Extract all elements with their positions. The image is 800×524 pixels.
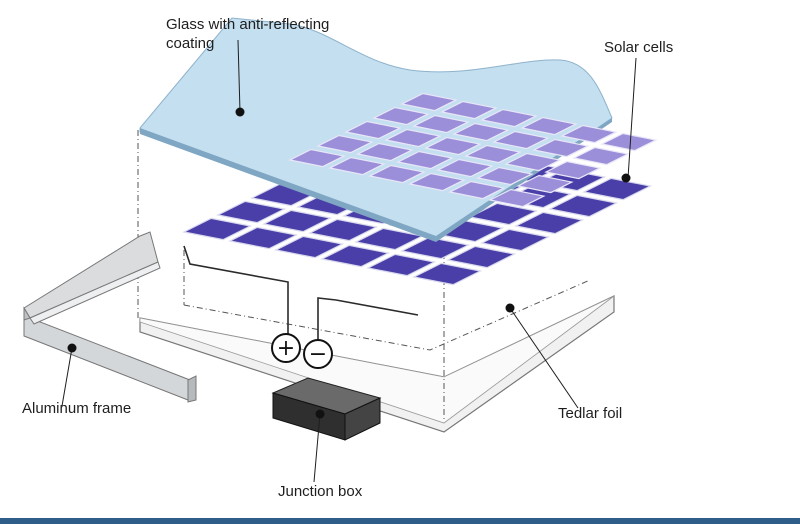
solar-cell [514, 211, 585, 235]
solar-cell-behind-glass [424, 136, 482, 156]
solar-cell [548, 194, 619, 218]
solar-cell [262, 209, 333, 233]
solar-cell-behind-glass [396, 150, 454, 170]
leader-dot-icon [235, 107, 245, 117]
solar-cell-behind-glass [372, 106, 430, 126]
bus-wires [183, 245, 419, 340]
solar-cell-behind-glass [448, 180, 506, 200]
aluminum-frame-part [23, 231, 197, 403]
solar-cells-label: Solar cells [604, 39, 674, 56]
solar-cell-behind-glass [492, 130, 550, 150]
solar-cell-behind-glass [436, 158, 494, 178]
solar-cell-behind-glass [516, 174, 574, 194]
solar-cell [446, 245, 517, 269]
solar-cell-behind-glass [532, 138, 590, 158]
solar-cell [308, 218, 379, 242]
solar-cell-behind-glass [504, 152, 562, 172]
solar-cell [582, 177, 653, 201]
svg-text:+: + [277, 336, 295, 361]
solar-cell-behind-glass [572, 146, 630, 166]
solar-cell-behind-glass [480, 108, 538, 128]
solar-cell-behind-glass [464, 144, 522, 164]
solar-cell-behind-glass [356, 142, 414, 162]
leader-dot-icon [315, 409, 325, 419]
solar-cell [480, 228, 551, 252]
solar-cell-behind-glass [452, 122, 510, 142]
solar-cell-behind-glass [316, 134, 374, 154]
junction-box [271, 377, 382, 441]
solar-cell-behind-glass [384, 128, 442, 148]
solar-cell [228, 226, 299, 250]
solar-cell [182, 217, 253, 241]
leader-dot-icon [67, 343, 77, 353]
tedlar-foil-label: Tedlar foil [558, 405, 623, 422]
bottom-edge-strip [0, 518, 800, 524]
glass-label: Glass with anti-reflecting coating [166, 16, 330, 52]
solar-cell-behind-glass [400, 92, 458, 112]
leader-dots [67, 107, 631, 419]
solar-cell-behind-glass [328, 156, 386, 176]
leader-dot-icon [505, 303, 515, 313]
junction-box-label: Junction box [278, 483, 363, 500]
minus-terminal-icon: − [303, 339, 333, 369]
solar-cell-behind-glass [288, 148, 346, 168]
solar-cell-behind-glass [412, 114, 470, 134]
cells-under-glass [288, 92, 658, 208]
svg-text:−: − [309, 342, 327, 367]
solar-cell-behind-glass [488, 188, 546, 208]
solar-cell-behind-glass [476, 166, 534, 186]
solar-cell-behind-glass [440, 100, 498, 120]
solar-cell-behind-glass [520, 116, 578, 136]
leader-lines [61, 39, 637, 483]
solar-cell-behind-glass [600, 132, 658, 152]
solar-cell [412, 262, 483, 286]
plus-terminal-icon: + [271, 333, 301, 363]
solar-cell [274, 235, 345, 259]
solar-cell-behind-glass [344, 120, 402, 140]
solar-cell-behind-glass [368, 164, 426, 184]
leader-dot-icon [621, 173, 631, 183]
solar-cell-behind-glass [408, 172, 466, 192]
aluminum-frame-label: Aluminum frame [22, 400, 132, 417]
solar-cell [320, 244, 391, 268]
solar-cell [216, 200, 287, 224]
solar-cell [400, 236, 471, 260]
solar-cell-behind-glass [560, 124, 618, 144]
solar-cell [366, 253, 437, 277]
solar-cell [468, 202, 539, 226]
solar-cell-behind-glass [544, 160, 602, 180]
